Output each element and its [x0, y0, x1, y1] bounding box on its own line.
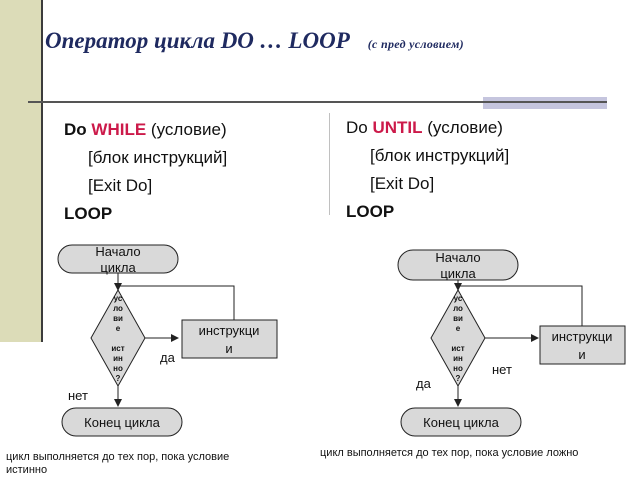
- left-decor-band: [0, 0, 42, 342]
- while-condition: (условие): [150, 120, 227, 139]
- while-line-1: Do WHILE (условие): [64, 116, 227, 144]
- while-do-keyword: Do: [64, 120, 87, 139]
- until-code-block: Do UNTIL (условие) [блок инструкций] [Ex…: [346, 114, 509, 226]
- while-line-2: [блок инструкций]: [88, 148, 228, 167]
- until-line-2: [блок инструкций]: [370, 146, 510, 165]
- while-diamond-line-5: ист: [111, 344, 124, 353]
- until-condition-diamond-text: условие истинно?: [451, 294, 464, 383]
- while-note-line-1: цикл выполняется до тех пор, пока услови…: [6, 451, 230, 463]
- until-loop-back-line: [458, 285, 583, 326]
- until-line-4: LOOP: [346, 202, 395, 221]
- while-end-label: Конец цикла: [84, 415, 160, 430]
- while-diamond-line-6: ин: [113, 354, 123, 363]
- accent-bar: [483, 97, 607, 109]
- until-end-terminal: [400, 407, 522, 437]
- left-decor-line: [41, 0, 43, 342]
- until-diamond-line-2: ви: [453, 314, 463, 323]
- while-start-label-1: Начало: [95, 244, 140, 259]
- while-diamond-line-0: ус: [114, 294, 123, 303]
- while-loop-back-line: [118, 285, 235, 320]
- while-process-label-2: и: [225, 341, 232, 356]
- until-no-label: нет: [492, 362, 512, 377]
- while-yes-label: да: [160, 350, 176, 365]
- slide-title-note: (с пред условием): [367, 37, 464, 51]
- while-no-label: нет: [68, 388, 88, 403]
- while-keyword: WHILE: [91, 120, 147, 139]
- while-note: цикл выполняется до тех пор, пока услови…: [6, 451, 229, 477]
- until-process-label-2: и: [578, 347, 585, 362]
- while-process-label-1: инструкци: [199, 323, 260, 338]
- until-start-label-1: Начало: [435, 250, 480, 265]
- until-process-label-1: инструкци: [552, 329, 613, 344]
- while-diamond-line-8: ?: [116, 374, 121, 383]
- until-line-3: [Exit Do]: [370, 174, 435, 193]
- until-diamond-line-3: е: [456, 324, 461, 333]
- while-diamond-line-1: ло: [113, 304, 123, 313]
- while-diamond-line-2: ви: [113, 314, 123, 323]
- until-condition: (условие): [427, 118, 503, 137]
- while-note-line-2: истинно: [6, 464, 48, 476]
- until-process-box: [539, 325, 626, 365]
- while-line-4: LOOP: [64, 204, 113, 223]
- slide-title-text: Оператор цикла DO … LOOP: [45, 28, 350, 53]
- while-condition-diamond-text: условие истинно?: [111, 294, 124, 383]
- while-line-3: [Exit Do]: [88, 176, 153, 195]
- until-do-keyword: Do: [346, 118, 368, 137]
- until-diamond-line-6: ин: [453, 354, 463, 363]
- while-end-terminal: [61, 407, 183, 437]
- while-process-box: [181, 319, 278, 359]
- until-line-1: Do UNTIL (условие): [346, 114, 509, 142]
- while-diamond-line-7: но: [113, 364, 123, 373]
- slide-title: Оператор цикла DO … LOOP (с пред условием…: [45, 28, 464, 54]
- until-diamond-line-0: ус: [454, 294, 463, 303]
- until-diamond-line-1: ло: [453, 304, 463, 313]
- until-start-label-2: цикла: [440, 266, 476, 281]
- until-keyword: UNTIL: [372, 118, 423, 137]
- until-diamond-line-7: но: [453, 364, 463, 373]
- title-divider: [28, 101, 604, 103]
- until-yes-label: да: [416, 376, 432, 391]
- while-start-label-2: цикла: [100, 260, 136, 275]
- until-note: цикл выполняется до тех пор, пока услови…: [320, 447, 579, 459]
- until-diamond-line-8: ?: [456, 374, 461, 383]
- until-end-label: Конец цикла: [423, 415, 499, 430]
- while-code-block: Do WHILE (условие) [блок инструкций] [Ex…: [64, 116, 227, 228]
- until-diamond-line-5: ист: [451, 344, 464, 353]
- while-diamond-line-3: е: [116, 324, 121, 333]
- column-divider: [329, 113, 330, 215]
- accent-bar-line: [483, 101, 607, 103]
